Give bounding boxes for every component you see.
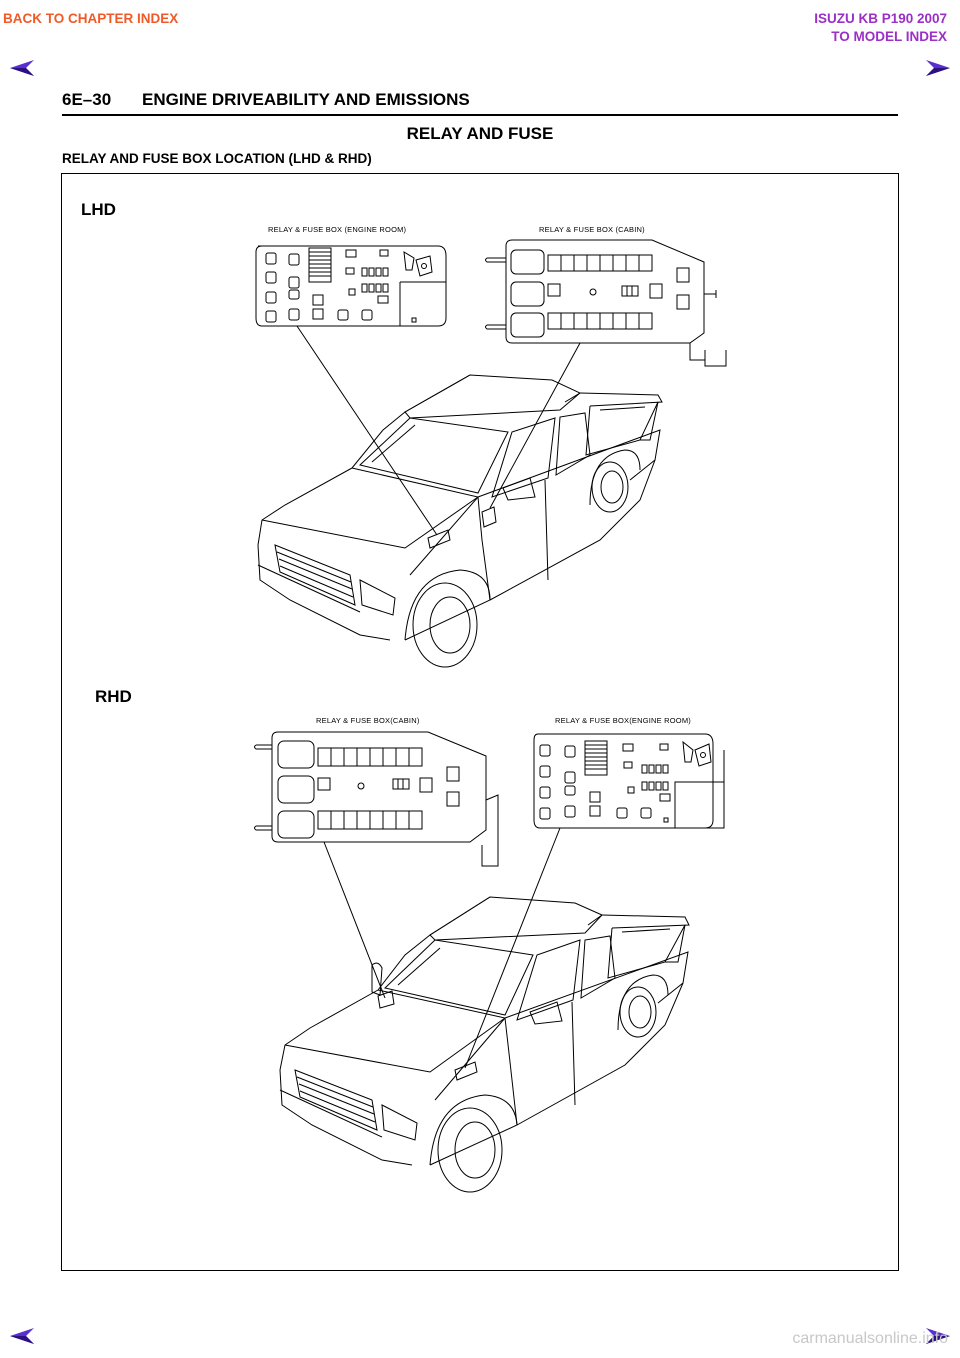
rhd-label: RHD: [95, 687, 132, 706]
rhd-pickup-truck-illustration: [279, 827, 690, 1193]
rhd-cabin-box-label: RELAY & FUSE BOX(CABIN): [316, 716, 420, 725]
model-title-link[interactable]: ISUZU KB P190 2007: [814, 11, 947, 26]
chapter-title: ENGINE DRIVEABILITY AND EMISSIONS: [142, 90, 470, 109]
figure-frame: [61, 173, 899, 1271]
next-page-bottom-arrow-icon[interactable]: [922, 1326, 952, 1346]
lhd-engine-room-fuse-box: [255, 245, 447, 327]
lhd-label: LHD: [81, 200, 116, 219]
rhd-cabin-fuse-box: [254, 731, 499, 867]
next-page-arrow-icon[interactable]: [922, 58, 952, 78]
lhd-pickup-truck-illustration: [257, 325, 663, 668]
prev-page-bottom-arrow-icon[interactable]: [8, 1326, 38, 1346]
rhd-engine-room-box-label: RELAY & FUSE BOX(ENGINE ROOM): [555, 716, 691, 725]
to-model-index-link[interactable]: TO MODEL INDEX: [831, 29, 947, 44]
subsection-title: RELAY AND FUSE BOX LOCATION (LHD & RHD): [62, 151, 372, 166]
section-title: RELAY AND FUSE: [406, 124, 554, 143]
rhd-engine-room-fuse-box: [533, 733, 725, 829]
back-to-chapter-index-link[interactable]: BACK TO CHAPTER INDEX: [3, 11, 179, 26]
watermark: carmanualsonline.info: [792, 1330, 948, 1347]
page-number: 6E–30: [62, 90, 112, 109]
lhd-cabin-box-label: RELAY & FUSE BOX (CABIN): [539, 225, 645, 234]
page-header: 6E–30 ENGINE DRIVEABILITY AND EMISSIONS: [62, 88, 898, 116]
lhd-engine-room-box-label: RELAY & FUSE BOX (ENGINE ROOM): [268, 225, 407, 234]
prev-page-arrow-icon[interactable]: [8, 58, 38, 78]
lhd-cabin-fuse-box: [485, 239, 727, 367]
